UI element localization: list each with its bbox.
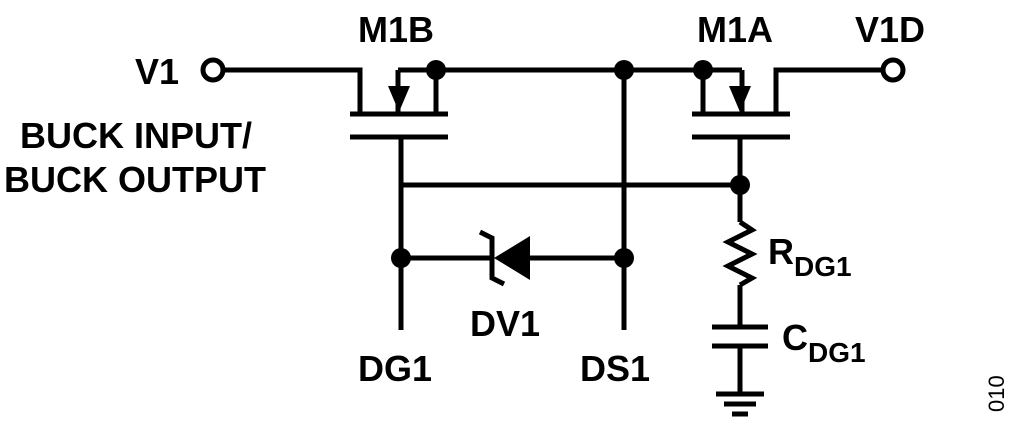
label-rdg1: RDG1 bbox=[768, 231, 852, 282]
junction-dot bbox=[391, 248, 411, 268]
m1a-arrow-icon bbox=[729, 86, 751, 112]
junction-dots bbox=[391, 60, 750, 268]
ground-icon bbox=[716, 391, 764, 417]
label-v1: V1 bbox=[135, 51, 179, 92]
junction-dot bbox=[426, 60, 446, 80]
label-rdg1-sub: DG1 bbox=[794, 251, 852, 282]
m1b-arrow-icon bbox=[388, 86, 410, 112]
label-v1d: V1D bbox=[855, 9, 925, 50]
label-cdg1: CDG1 bbox=[782, 317, 866, 368]
resistor-rdg1 bbox=[722, 185, 758, 327]
label-dg1: DG1 bbox=[358, 348, 432, 389]
top-wires bbox=[223, 67, 883, 95]
junction-dot bbox=[614, 248, 634, 268]
label-m1b: M1B bbox=[358, 9, 434, 50]
label-ds1: DS1 bbox=[580, 348, 650, 389]
junction-dot bbox=[693, 60, 713, 80]
label-cdg1-sub: DG1 bbox=[808, 337, 866, 368]
capacitor-cdg1 bbox=[712, 324, 768, 394]
v1d-terminal bbox=[880, 57, 906, 83]
label-dv1: DV1 bbox=[470, 303, 540, 344]
junction-dot bbox=[614, 60, 634, 80]
m1b-transistor bbox=[350, 70, 448, 185]
zener-triangle-icon bbox=[494, 236, 530, 280]
label-buck-input: BUCK INPUT/ bbox=[20, 115, 252, 156]
label-m1a: M1A bbox=[697, 9, 773, 50]
junction-dot bbox=[730, 175, 750, 195]
zener-diode-dv1 bbox=[401, 229, 624, 287]
label-cdg1-main: C bbox=[782, 317, 808, 358]
label-buck-output: BUCK OUTPUT bbox=[4, 159, 266, 200]
figure-code: 010 bbox=[984, 375, 1009, 412]
label-rdg1-main: R bbox=[768, 231, 794, 272]
v1-terminal bbox=[200, 57, 226, 83]
